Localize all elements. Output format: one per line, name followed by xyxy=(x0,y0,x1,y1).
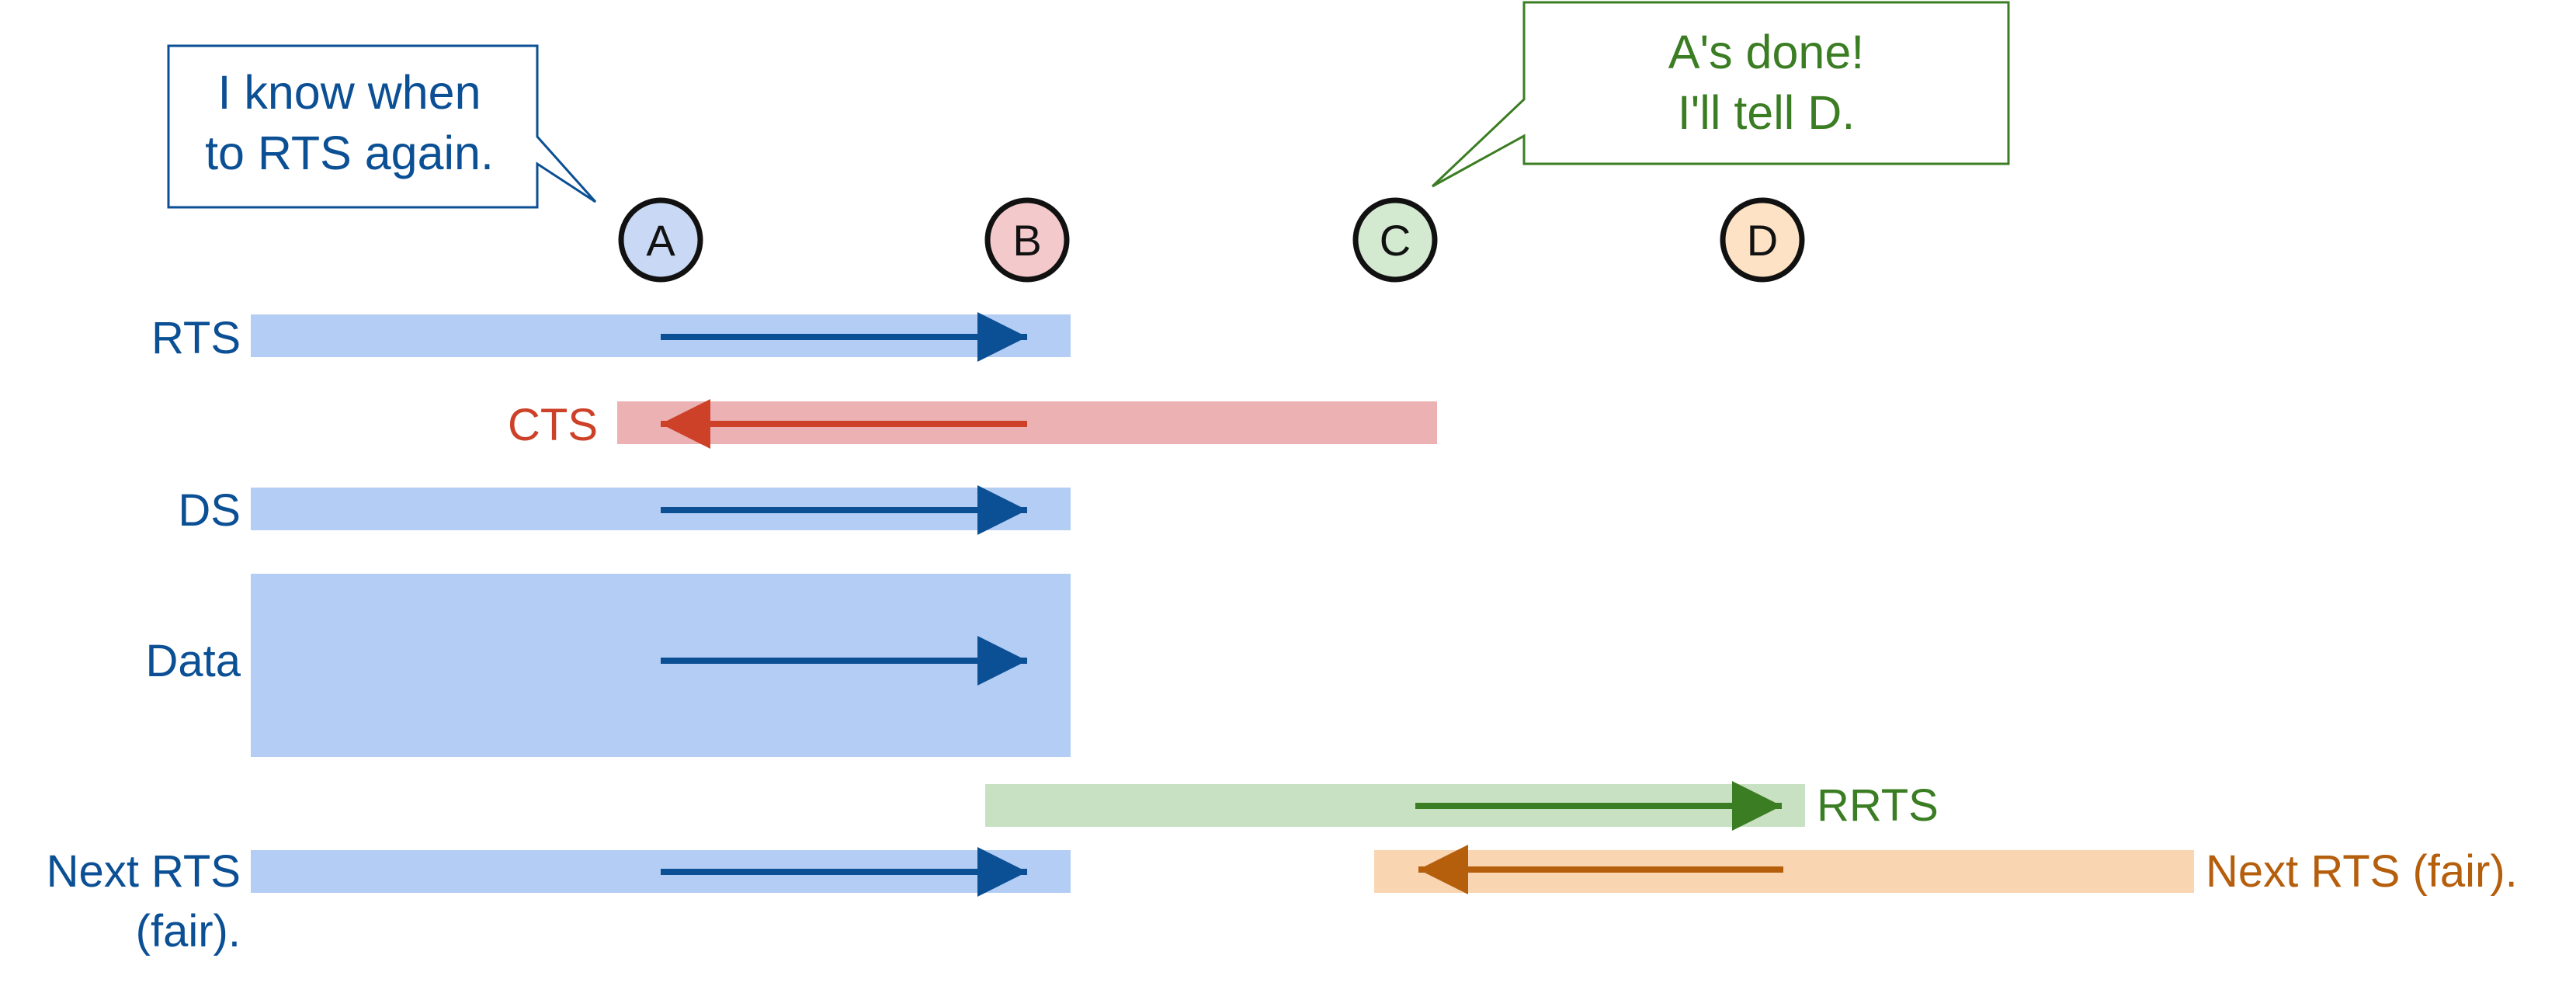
callout-a-line-2: to RTS again. xyxy=(205,127,494,179)
rts-label: RTS xyxy=(151,313,241,363)
rrts-frame: RRTS xyxy=(985,780,1939,831)
node-c: C xyxy=(1352,197,1438,283)
callout-a-bubble xyxy=(167,44,597,209)
node-b: B xyxy=(984,197,1070,283)
data-bar xyxy=(251,574,1071,757)
node-d-label: D xyxy=(1747,216,1778,265)
cts-label: CTS xyxy=(508,400,598,450)
callout-c: A's done! I'll tell D. xyxy=(1431,1,2010,188)
callout-c-line-1: A's done! xyxy=(1668,26,1864,78)
rrts-label: RRTS xyxy=(1817,780,1939,831)
node-d: D xyxy=(1720,197,1805,283)
node-c-label: C xyxy=(1380,216,1411,265)
node-a-circle xyxy=(618,197,703,283)
rts-frame: RTS xyxy=(151,312,1071,363)
node-c-circle xyxy=(1352,197,1438,283)
next-rts-a-frame: Next RTS (fair). xyxy=(47,846,1071,956)
node-a: A xyxy=(618,197,703,283)
ds-frame: DS xyxy=(178,485,1071,536)
ds-label: DS xyxy=(178,485,241,536)
node-b-circle xyxy=(984,197,1070,283)
data-label: Data xyxy=(145,636,241,686)
next-rts-a-label-line-1: Next RTS xyxy=(47,846,241,897)
next-rts-a-label-line-2: (fair). xyxy=(136,906,241,956)
callout-a: I know when to RTS again. xyxy=(167,44,597,209)
node-b-label: B xyxy=(1012,216,1041,265)
next-rts-d-frame: Next RTS (fair). xyxy=(1374,845,2518,897)
data-frame: Data xyxy=(145,574,1071,757)
callout-c-line-2: I'll tell D. xyxy=(1678,86,1856,139)
callout-a-line-1: I know when xyxy=(217,66,481,119)
node-d-circle xyxy=(1720,197,1805,283)
node-a-label: A xyxy=(646,216,675,265)
cts-frame: CTS xyxy=(508,399,1437,450)
callout-c-bubble xyxy=(1431,1,2010,188)
next-rts-d-label: Next RTS (fair). xyxy=(2206,846,2518,897)
